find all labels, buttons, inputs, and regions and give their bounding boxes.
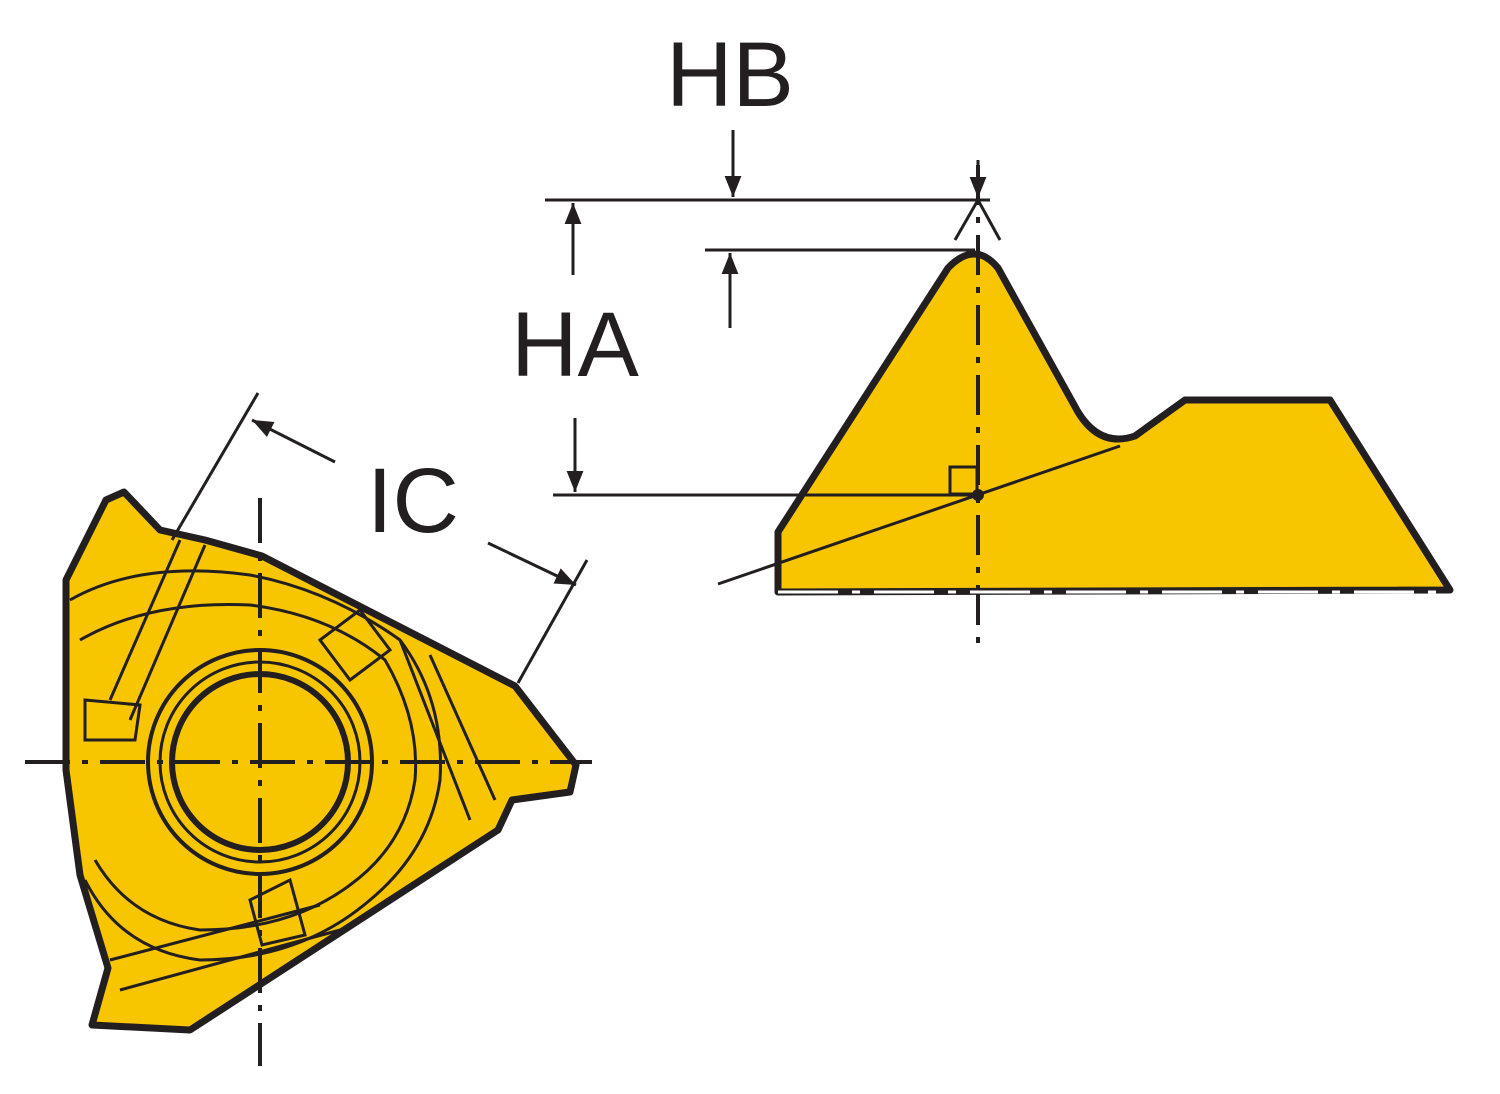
ic-label: IC [367, 450, 459, 552]
ha-label: HA [511, 294, 639, 396]
insert-top-view: IC [25, 392, 592, 1066]
thread-profile-view: HB HA [511, 24, 1454, 655]
insert-shape [62, 488, 580, 1034]
theoretical-tip-right [976, 199, 1002, 241]
theoretical-tip-left [953, 199, 980, 241]
ic-arrow-right [487, 541, 577, 587]
ic-extension-left [170, 392, 260, 541]
hb-label: HB [666, 24, 794, 126]
ic-arrow-left [251, 418, 336, 464]
insert-facet-lines [69, 539, 497, 992]
helix-angle-line [717, 444, 1121, 586]
ic-extension-right [516, 559, 589, 684]
profile-shape [774, 250, 1454, 596]
